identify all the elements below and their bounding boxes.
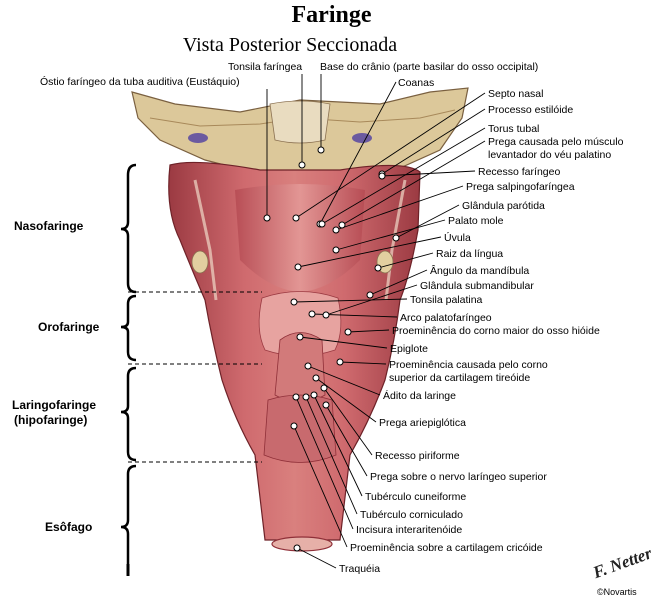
dot-septo <box>292 214 300 222</box>
dot-epiglote <box>296 333 304 341</box>
dot-salpingo <box>332 226 340 234</box>
label-adito: Ádito da laringe <box>383 389 456 402</box>
label-estiloide: Processo estilóide <box>488 104 573 116</box>
label-epiglote: Epiglote <box>390 343 428 355</box>
dot-piriforme <box>320 384 328 392</box>
signature: F. Netter <box>590 543 655 582</box>
label-hioide: Proeminência do corno maior do osso hiói… <box>392 325 600 337</box>
leader-tonsila-palatina <box>293 298 408 303</box>
dot-base-cranio <box>317 146 325 154</box>
label-dots <box>263 146 400 552</box>
copyright: ©Novartis <box>597 587 637 597</box>
dot-raiz <box>374 264 382 272</box>
dot-corniculado <box>302 393 310 401</box>
label-ostio: Óstio faríngeo da tuba auditiva (Eustáqu… <box>40 75 240 88</box>
dot-tonsila-faringea <box>298 161 306 169</box>
dot-laringeo-sup <box>322 401 330 409</box>
label-traqueia: Traquéia <box>339 563 380 575</box>
label-base-cranio: Base do crânio (parte basilar do osso oc… <box>320 61 538 73</box>
dot-ostio <box>263 214 271 222</box>
leader-salpingo <box>335 185 464 231</box>
dot-recesso-faringeo <box>378 172 386 180</box>
leader-cuneiforme <box>313 394 363 497</box>
leader-estiloide <box>381 108 486 175</box>
dot-parotida <box>392 234 400 242</box>
leader-angulo <box>369 269 428 296</box>
leader-lines <box>266 74 486 569</box>
label-torus: Torus tubal <box>488 123 539 135</box>
skull-base <box>131 87 469 177</box>
label-septo: Septo nasal <box>488 88 543 100</box>
label-submandibular: Glândula submandibular <box>420 280 534 292</box>
leader-torus <box>321 127 486 225</box>
label-piriforme: Recesso piriforme <box>375 450 460 462</box>
label-interaritenoide: Incisura interaritenóide <box>356 524 462 536</box>
region-dividers <box>128 291 262 463</box>
leader-tireoide <box>339 361 387 365</box>
leader-raiz <box>377 252 434 269</box>
leader-uvula <box>297 236 442 268</box>
region-label-esofago: Esôfago <box>45 520 92 534</box>
label-texts: Óstio faríngeo da tuba auditiva (Eustáqu… <box>40 61 624 575</box>
dot-cuneiforme <box>310 391 318 399</box>
dot-angulo <box>366 291 374 299</box>
label-salpingo: Prega salpingofaríngea <box>466 181 575 193</box>
dot-interaritenoide <box>292 393 300 401</box>
leader-coanas <box>319 81 397 225</box>
dot-submandibular <box>322 311 330 319</box>
leader-palato <box>335 219 446 251</box>
dot-uvula <box>294 263 302 271</box>
region-label-orofaringe: Orofaringe <box>38 320 100 334</box>
label-coanas: Coanas <box>398 77 434 89</box>
region-label-laringofaringe: Laringofaringe <box>12 398 96 412</box>
leader-hioide <box>347 329 390 333</box>
label-cricoide: Proeminência sobre a cartilagem cricóide <box>350 542 543 554</box>
leader-epiglote <box>299 336 388 349</box>
leader-piriforme <box>323 387 373 456</box>
dot-cricoide <box>290 422 298 430</box>
label-arco: Arco palatofaríngeo <box>400 312 492 324</box>
leader-interaritenoide <box>295 396 354 530</box>
dot-prega-levantador <box>338 221 346 229</box>
region-label-hipofaringe: (hipofaringe) <box>14 413 87 427</box>
label-laringeo-sup: Prega sobre o nervo laríngeo superior <box>370 471 547 483</box>
leader-parotida <box>395 204 460 239</box>
label-uvula: Úvula <box>444 231 471 244</box>
label-cuneiforme: Tubérculo cuneiforme <box>365 491 466 503</box>
label-raiz: Raiz da língua <box>436 248 503 260</box>
leader-corniculado <box>305 396 358 515</box>
dot-tireoide <box>336 358 344 366</box>
dot-palato <box>332 246 340 254</box>
figure-subtitle: Vista Posterior Seccionada <box>182 34 398 56</box>
leader-adito <box>307 365 381 396</box>
leader-prega-levantador <box>341 140 486 226</box>
dot-torus <box>318 220 326 228</box>
dot-hioide <box>344 328 352 336</box>
label-tonsila-palatina: Tonsila palatina <box>410 294 483 306</box>
label-angulo: Ângulo da mandíbula <box>430 264 529 277</box>
leader-septo <box>295 92 486 219</box>
region-braces <box>120 163 137 572</box>
leader-cricoide <box>293 425 348 548</box>
dot-tonsila-palatina <box>290 298 298 306</box>
label-ariepiglotica: Prega ariepiglótica <box>379 417 466 429</box>
leader-traqueia <box>296 547 337 569</box>
dot-adito <box>304 362 312 370</box>
label-corniculado: Tubérculo corniculado <box>360 509 463 521</box>
region-label-nasofaringe: Nasofaringe <box>14 219 84 233</box>
dot-traqueia <box>293 544 301 552</box>
label-recesso-faringeo: Recesso faríngeo <box>478 166 560 178</box>
dot-arco <box>308 310 316 318</box>
label-parotida: Glândula parótida <box>462 200 545 212</box>
label-tonsila-faringea: Tonsila faríngea <box>228 61 302 73</box>
label-palato: Palato mole <box>448 215 504 227</box>
leader-laringeo-sup <box>325 404 368 477</box>
leader-recesso-faringeo <box>381 170 476 177</box>
figure-title: Faringe <box>291 2 372 28</box>
dot-ariepiglotica <box>312 374 320 382</box>
pharynx-body <box>168 161 421 552</box>
